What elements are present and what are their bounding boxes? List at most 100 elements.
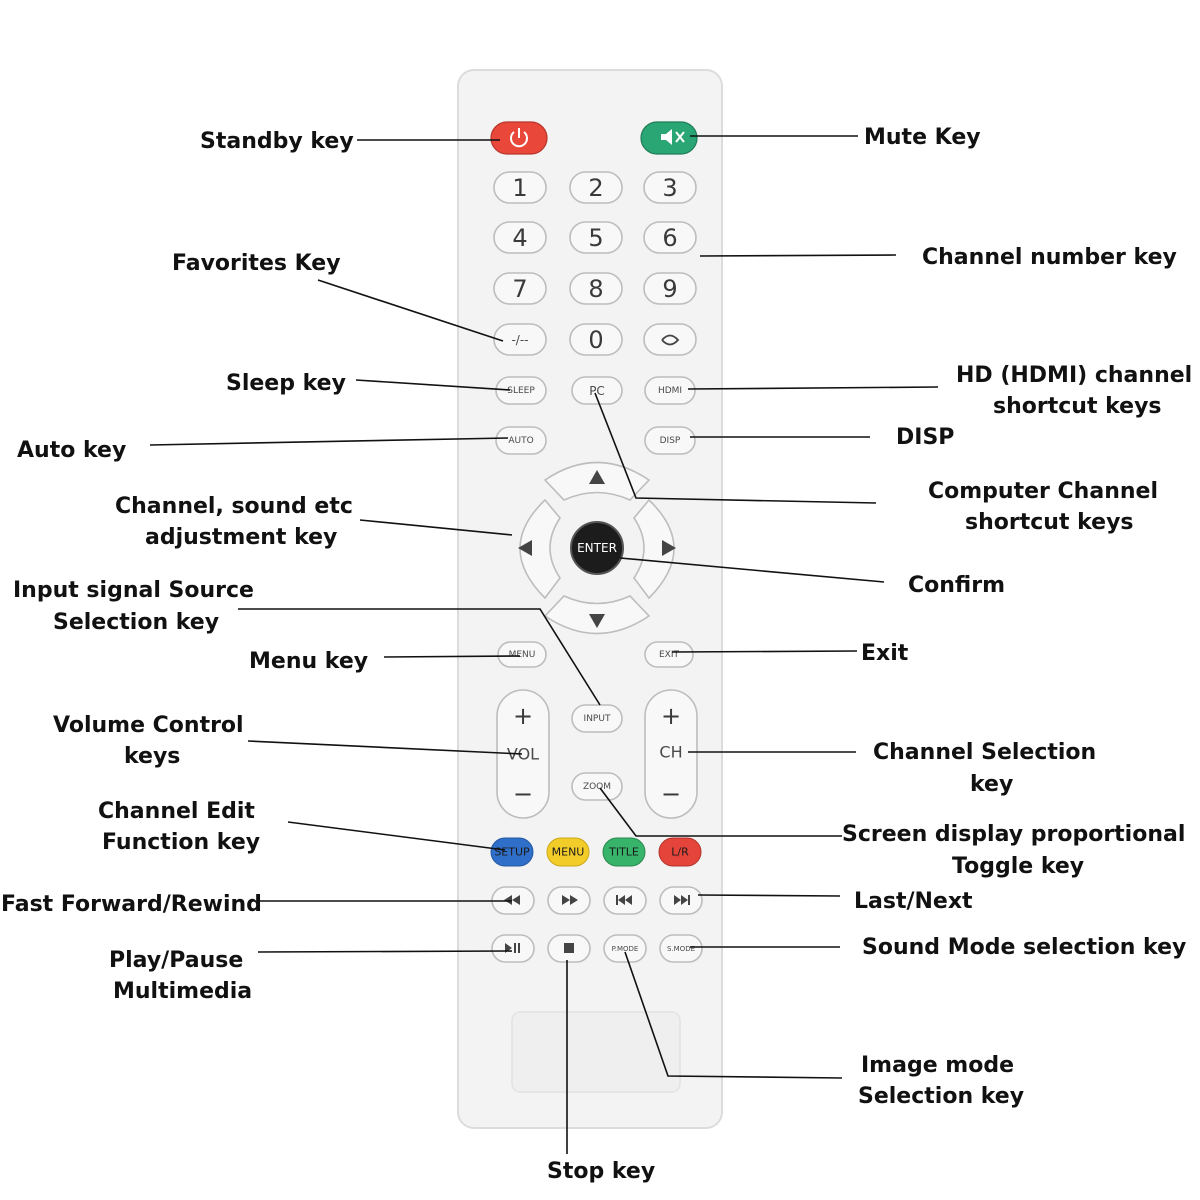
key-6[interactable]: 6: [643, 221, 697, 254]
label-play-line1: Play/Pause: [109, 948, 243, 973]
rewind-icon: [504, 895, 520, 905]
key-2[interactable]: 2: [569, 171, 623, 204]
label-adjust-line2: adjustment key: [145, 525, 337, 550]
stop-button[interactable]: [547, 934, 591, 963]
previous-button[interactable]: [603, 886, 647, 915]
next-button[interactable]: [659, 886, 703, 915]
return-button[interactable]: [643, 323, 697, 356]
hdmi-button[interactable]: HDMI: [644, 376, 696, 405]
label-computer-line1: Computer Channel: [928, 479, 1158, 504]
label-last-next: Last/Next: [854, 889, 973, 914]
favorites-button-label: -/--: [511, 333, 528, 347]
key-3-label: 3: [662, 174, 677, 202]
menu-yellow-button[interactable]: MENU: [546, 837, 590, 867]
menu-button-label: MENU: [509, 650, 536, 660]
mute-icon: [661, 129, 685, 145]
label-sleep: Sleep key: [226, 371, 346, 396]
key-1[interactable]: 1: [493, 171, 547, 204]
key-9-label: 9: [662, 275, 677, 303]
enter-button[interactable]: ENTER: [570, 521, 624, 575]
sleep-button[interactable]: SLEEP: [495, 376, 547, 405]
label-image-line2: Selection key: [858, 1084, 1024, 1109]
label-computer-line2: shortcut keys: [965, 510, 1134, 535]
favorites-button[interactable]: -/--: [493, 323, 547, 356]
label-exit: Exit: [861, 641, 909, 666]
key-1-label: 1: [512, 174, 527, 202]
key-0[interactable]: 0: [569, 323, 623, 356]
volume-label: VOL: [507, 745, 539, 764]
setup-button-label: SETUP: [494, 846, 530, 859]
key-3[interactable]: 3: [643, 171, 697, 204]
pmode-button-label: P.MODE: [612, 945, 639, 953]
label-hdmi-line2: shortcut keys: [993, 394, 1162, 419]
channel-down-label: −: [661, 780, 681, 808]
nav-right-button[interactable]: [633, 498, 676, 600]
volume-rocker[interactable]: + VOL −: [496, 689, 550, 819]
label-favorites: Favorites Key: [172, 251, 341, 276]
setup-button[interactable]: SETUP: [490, 837, 534, 867]
smode-button-label: S.MODE: [667, 945, 695, 953]
disp-button[interactable]: DISP: [644, 426, 696, 455]
label-sound-mode: Sound Mode selection key: [862, 935, 1186, 960]
channel-up-label: +: [661, 702, 681, 730]
key-8-label: 8: [588, 275, 603, 303]
title-button[interactable]: TITLE: [602, 837, 646, 867]
stop-icon: [564, 943, 574, 953]
nav-down-button[interactable]: [543, 595, 651, 635]
label-input-line2: Selection key: [53, 610, 219, 635]
key-6-label: 6: [662, 224, 677, 252]
input-button-label: INPUT: [584, 714, 611, 724]
nav-up-button[interactable]: [543, 461, 651, 501]
nav-left-button[interactable]: [518, 498, 561, 600]
pc-button[interactable]: PC: [571, 376, 623, 405]
menu-button[interactable]: MENU: [497, 641, 547, 668]
key-0-label: 0: [588, 326, 603, 354]
title-button-label: TITLE: [608, 846, 639, 859]
arrow-left-icon: [518, 540, 532, 556]
mute-button[interactable]: [640, 121, 698, 155]
key-7-label: 7: [512, 275, 527, 303]
input-button[interactable]: INPUT: [571, 704, 623, 733]
volume-up-label: +: [513, 702, 533, 730]
lr-button-label: L/R: [671, 846, 689, 859]
label-standby: Standby key: [200, 129, 354, 154]
fast-forward-button[interactable]: [547, 886, 591, 915]
power-icon: [510, 128, 528, 148]
label-edit-line1: Channel Edit: [98, 799, 255, 824]
key-8[interactable]: 8: [569, 272, 623, 305]
pc-button-label: PC: [589, 384, 605, 398]
enter-button-label: ENTER: [577, 541, 617, 555]
key-5[interactable]: 5: [569, 221, 623, 254]
label-hdmi-line1: HD (HDMI) channel: [956, 363, 1192, 388]
label-fast-forward: Fast Forward/Rewind: [1, 892, 262, 917]
previous-icon: [616, 895, 632, 905]
standby-button[interactable]: [490, 121, 548, 155]
pmode-button[interactable]: P.MODE: [603, 934, 647, 963]
exit-button-label: EXIT: [659, 650, 680, 660]
exit-button[interactable]: EXIT: [644, 641, 694, 668]
label-channel-selection-line2: key: [970, 772, 1013, 797]
arrow-right-icon: [662, 540, 676, 556]
battery-panel: [511, 1011, 681, 1093]
auto-button[interactable]: AUTO: [495, 426, 547, 455]
key-9[interactable]: 9: [643, 272, 697, 305]
label-edit-line2: Function key: [102, 830, 260, 855]
play-pause-button[interactable]: [491, 934, 535, 963]
channel-rocker[interactable]: + CH −: [644, 689, 698, 819]
zoom-button[interactable]: ZOOM: [571, 772, 623, 801]
lr-button[interactable]: L/R: [658, 837, 702, 867]
label-disp: DISP: [896, 425, 954, 450]
label-input-line1: Input signal Source: [13, 578, 254, 603]
label-auto: Auto key: [17, 438, 126, 463]
key-4[interactable]: 4: [493, 221, 547, 254]
auto-button-label: AUTO: [508, 436, 533, 446]
key-7[interactable]: 7: [493, 272, 547, 305]
channel-label: CH: [659, 743, 682, 762]
label-channel-number: Channel number key: [922, 245, 1177, 270]
smode-button[interactable]: S.MODE: [659, 934, 703, 963]
label-mute: Mute Key: [864, 125, 981, 150]
menu-yellow-button-label: MENU: [552, 846, 585, 859]
label-volume-line2: keys: [124, 744, 180, 769]
label-channel-selection-line1: Channel Selection: [873, 740, 1096, 765]
